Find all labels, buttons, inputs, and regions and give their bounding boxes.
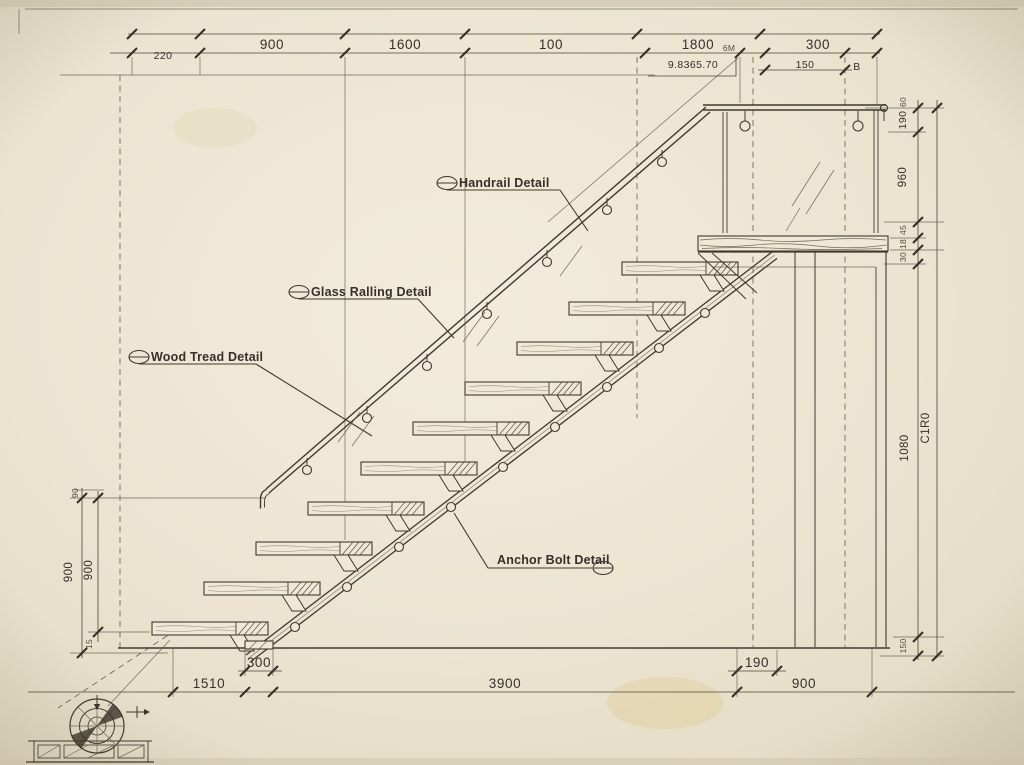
landing-gusset	[697, 252, 747, 300]
callout-glass-railing-label: Glass Ralling Detail	[311, 285, 432, 299]
section-detail	[26, 639, 171, 763]
dim-top-small: 6M	[723, 43, 735, 53]
anchor-bolt	[653, 342, 665, 354]
dim-right-1080: 1080	[899, 434, 911, 461]
anchor-bolt	[341, 581, 353, 593]
anchor-bolt	[393, 541, 405, 553]
callout-anchor-bolt: Anchor Bolt Detail	[453, 512, 614, 576]
dim-top-1800: 1800	[682, 37, 714, 52]
callout-glass-railing: Glass Ralling Detail	[288, 284, 455, 339]
dim-left-15: 15	[84, 639, 94, 649]
dim-right-190: 190	[897, 111, 909, 130]
staircase	[151, 106, 778, 662]
anchor-bolt	[497, 461, 509, 473]
leader-reference-diagonal	[547, 57, 739, 223]
dim-left-90: 90	[70, 488, 80, 498]
glass-standoffs	[301, 150, 668, 476]
stringer	[245, 251, 778, 662]
callouts: Handrail Detail Glass Ralling Detail Woo…	[128, 175, 614, 576]
landing-glass-panel	[722, 110, 879, 233]
landing-floor	[697, 235, 889, 253]
handrail	[259, 106, 711, 509]
dim-right-960: 960	[897, 167, 909, 187]
callout-wood-tread-label: Wood Tread Detail	[151, 350, 263, 364]
dim-top-1600: 1600	[389, 37, 421, 52]
dim-bottom-300: 300	[247, 655, 271, 670]
dim-right-outer: C1R0	[920, 412, 932, 443]
dim-right-150: 150	[898, 639, 908, 654]
dim-bottom-190: 190	[745, 655, 769, 670]
dimension-top: 900 1600 100 1800 300 220 9.8365.70 6M 1…	[110, 28, 883, 77]
landing	[697, 103, 889, 647]
dimension-bottom: 300 190 1510 3900 900	[28, 648, 1015, 698]
detail-reference-diagonal	[57, 629, 177, 709]
ground	[118, 640, 890, 650]
dim-top-900: 900	[260, 37, 284, 52]
dim-top-220: 220	[154, 50, 173, 62]
dim-top-150: 150	[796, 59, 815, 71]
dimension-left: 90 900 900 15	[63, 488, 266, 659]
dim-bottom-3900: 3900	[489, 676, 521, 691]
north-arrow	[93, 704, 101, 710]
dimension-ticks	[76, 492, 104, 659]
dim-right-45: 45	[898, 225, 908, 235]
callout-handrail-label: Handrail Detail	[459, 176, 550, 190]
dim-top-b-mark: B	[853, 61, 860, 73]
landing-handrail	[703, 103, 889, 121]
dimension-ticks	[126, 28, 883, 59]
callout-anchor-bolt-label: Anchor Bolt Detail	[497, 553, 610, 567]
dimension-ext-lines	[172, 648, 873, 697]
landing-structure	[697, 252, 887, 647]
anchor-bolt	[445, 501, 457, 513]
sheet-frame	[18, 8, 1018, 34]
dimension-ticks	[912, 102, 943, 662]
paper-top-edge	[0, 0, 1024, 7]
elevation-bracket	[648, 58, 737, 77]
dim-right-60: 60	[898, 97, 908, 107]
dim-right-30: 30	[898, 252, 908, 262]
compass-rose	[69, 639, 171, 754]
dimension-ticks	[167, 665, 878, 698]
dim-right-18: 18	[898, 239, 908, 249]
dim-left-outer-900: 900	[63, 562, 75, 582]
anchor-bolt	[699, 307, 711, 319]
anchor-bolt	[601, 381, 613, 393]
handrail-end-cap	[879, 103, 889, 113]
paper-bottom-edge	[0, 758, 1024, 765]
callout-handrail: Handrail Detail	[436, 175, 589, 232]
handrail-end-curl	[259, 488, 267, 509]
direction-arrow	[144, 709, 150, 715]
paper-stain-faint	[173, 108, 257, 148]
dimension-right: 60 190 960 45 18 30 1080 C1R0 150	[865, 97, 944, 662]
dim-top-300: 300	[806, 37, 830, 52]
dim-left-inner-900: 900	[83, 560, 95, 580]
stringer-base-plate	[244, 640, 274, 650]
anchor-bolt	[549, 421, 561, 433]
anchor-bolt	[289, 621, 301, 633]
dim-top-elevation: 9.8365.70	[668, 59, 718, 71]
dim-bottom-1510: 1510	[193, 676, 225, 691]
dim-top-100: 100	[539, 37, 563, 52]
landing-standoffs	[739, 111, 864, 132]
paper-stain	[607, 677, 723, 729]
dim-bottom-900: 900	[792, 676, 816, 691]
callout-wood-tread: Wood Tread Detail	[128, 349, 373, 437]
dimension-ext-lines	[865, 107, 944, 657]
